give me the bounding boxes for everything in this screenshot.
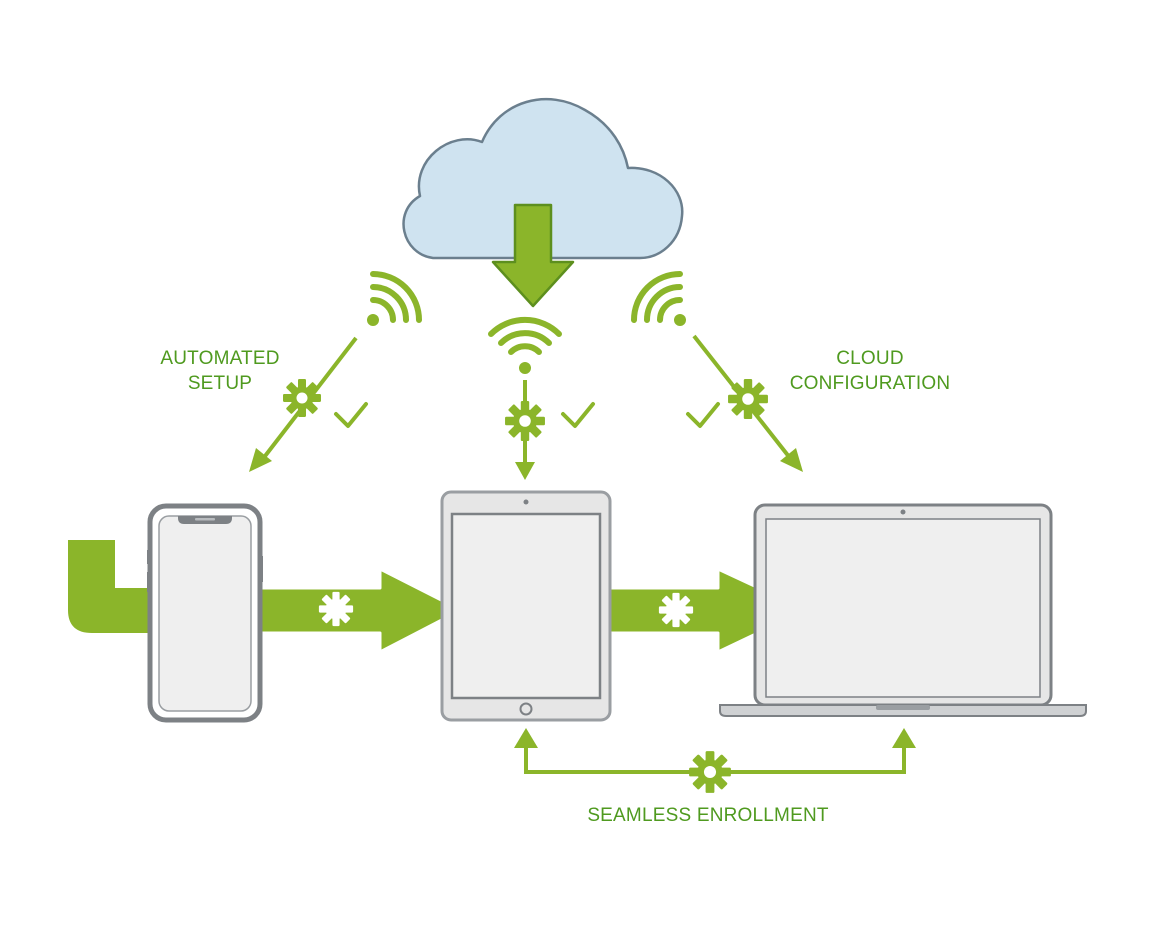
gear-icon (728, 379, 768, 419)
gear-icon (658, 592, 694, 628)
cloud-icon (402, 97, 684, 308)
label-cloud-configuration: CLOUD CONFIGURATION (789, 348, 951, 394)
check-icon (561, 402, 595, 428)
gear-icon (505, 401, 545, 441)
check-icon (334, 402, 368, 428)
flow-arrow-phone-to-tablet (253, 567, 463, 654)
gear-icon (318, 591, 354, 627)
gear-icon (689, 751, 731, 793)
laptop-icon (719, 503, 1087, 717)
label-seamless-enrollment: SEAMLESS ENROLLMENT (587, 805, 829, 826)
check-icon (686, 402, 720, 428)
tablet-icon (440, 490, 612, 722)
arrow-up-icon (514, 728, 538, 748)
incoming-flow-band (68, 540, 160, 633)
wifi-right-icon (631, 271, 686, 326)
arrow-up-icon (892, 728, 916, 748)
smartphone-icon (147, 503, 263, 723)
wifi-left-icon (367, 271, 422, 326)
cloud-download-arrow (491, 203, 575, 308)
wifi-center-icon (488, 316, 562, 374)
label-automated-setup: AUTOMATED SETUP (160, 348, 280, 394)
